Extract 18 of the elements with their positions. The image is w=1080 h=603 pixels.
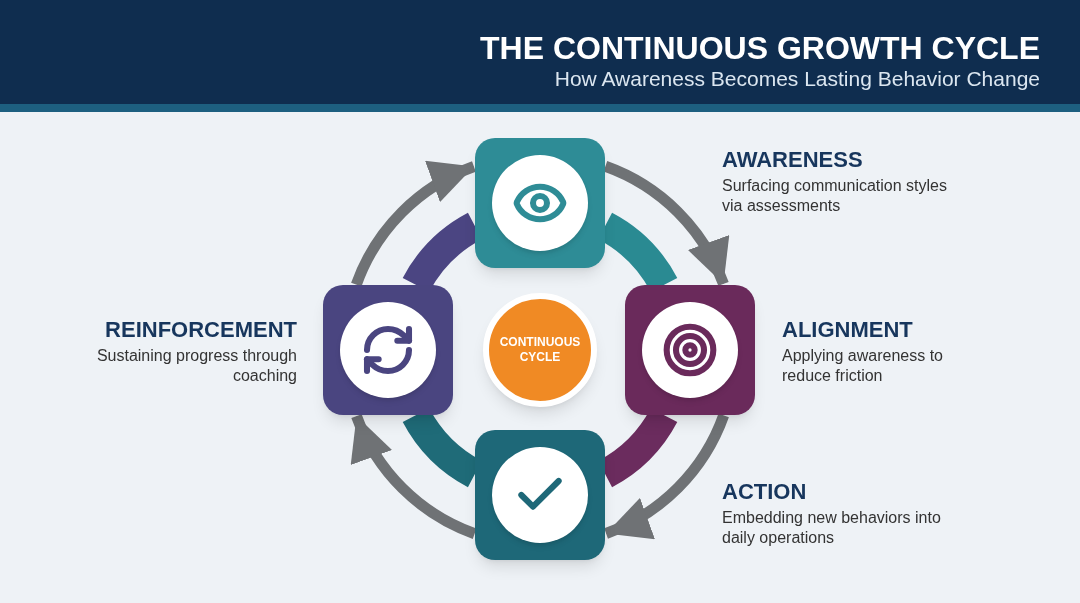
stage-heading: ACTION: [722, 478, 808, 506]
stage-description: Embedding new behaviors into daily operations: [722, 508, 942, 548]
title: THE CONTINUOUS GROWTH CYCLE: [480, 29, 1040, 68]
stage-tile: [475, 430, 605, 560]
curved-arrow: [351, 161, 477, 287]
stage-tile: [475, 138, 605, 268]
stage-heading: ALIGNMENT: [782, 316, 914, 344]
stage-tile: [625, 285, 755, 415]
stage-heading: REINFORCEMENT: [104, 316, 297, 344]
curved-arrow: [351, 413, 477, 539]
stage-heading: AWARENESS: [722, 146, 864, 174]
subtitle: How Awareness Becomes Lasting Behavior Change: [554, 66, 1040, 92]
stage-tile: [323, 285, 453, 415]
curved-arrow: [603, 413, 729, 539]
stage-description: Sustaining progress through coaching: [95, 346, 297, 386]
stage-description: Surfacing communication styles via assessments: [722, 176, 948, 216]
curved-arrow: [603, 161, 729, 287]
stage-description: Applying awareness to reduce friction: [782, 346, 944, 386]
